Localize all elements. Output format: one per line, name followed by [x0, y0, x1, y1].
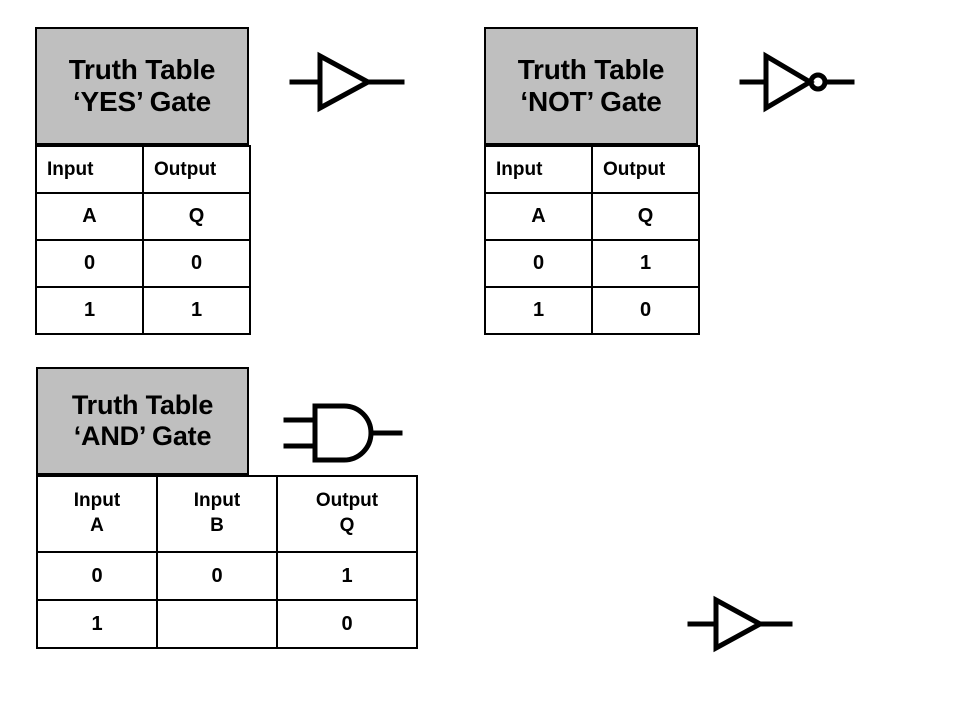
truth-table-and-title: Truth Table ‘AND’ Gate — [36, 367, 249, 475]
buffer-triangle — [317, 51, 374, 113]
column-header-output-q-label: Output — [315, 490, 379, 512]
table-row-signals: A Q — [35, 192, 251, 241]
table-row: 0 0 1 — [36, 551, 418, 601]
inverter-icon — [739, 51, 855, 113]
cell-output-q: 0 — [276, 599, 418, 649]
truth-table-and-title-line1: Truth Table — [71, 390, 214, 421]
truth-table-and-title-line2: ‘AND’ Gate — [73, 421, 212, 451]
truth-table-yes-title: Truth Table ‘YES’ Gate — [35, 27, 249, 145]
truth-table-yes-title-line1: Truth Table — [68, 54, 216, 86]
column-header-input-a: Input A — [36, 475, 158, 553]
table-row-header: Input A Input B Output Q — [36, 475, 418, 553]
truth-table-not-title: Truth Table ‘NOT’ Gate — [484, 27, 698, 145]
column-header-input: Input — [35, 145, 144, 194]
cell-output-q: 0 — [591, 286, 700, 335]
column-header-input-b-signal: B — [210, 515, 224, 536]
column-header-output: Output — [591, 145, 700, 194]
buffer-icon — [289, 51, 405, 113]
column-header-input-b-label: Input — [193, 490, 241, 512]
cell-input-a: 0 — [484, 239, 593, 288]
table-row: 1 1 — [35, 286, 251, 335]
table-row-header: Input Output — [35, 145, 251, 194]
table-row: 0 1 — [484, 239, 700, 288]
cell-input-b-empty — [156, 599, 278, 649]
signal-name-q: Q — [591, 192, 700, 241]
cell-output-q: 1 — [591, 239, 700, 288]
cell-input-a: 0 — [36, 551, 158, 601]
and-icon — [283, 403, 403, 463]
buffer-gate-symbol-secondary — [687, 595, 793, 653]
truth-table-yes-title-line2: ‘YES’ Gate — [72, 86, 212, 117]
inverter-triangle — [763, 51, 815, 113]
table-row-header: Input Output — [484, 145, 700, 194]
truth-table-not-gate: Truth Table ‘NOT’ Gate Input Output A Q … — [484, 27, 700, 335]
table-row: 1 0 — [36, 599, 418, 649]
cell-input-a: 0 — [35, 239, 144, 288]
truth-table-not-title-line1: Truth Table — [517, 54, 665, 86]
cell-output-q: 1 — [276, 551, 418, 601]
buffer-triangle — [713, 595, 766, 653]
and-gate-symbol — [283, 402, 403, 464]
buffer-gate-symbol — [289, 51, 405, 113]
truth-table-and-grid: Input A Input B Output Q 0 0 1 — [36, 475, 418, 649]
cell-input-b: 0 — [156, 551, 278, 601]
truth-table-yes-gate: Truth Table ‘YES’ Gate Input Output A Q … — [35, 27, 251, 335]
cell-input-a: 1 — [35, 286, 144, 335]
column-header-output-q-signal: Q — [339, 515, 355, 536]
cell-input-a: 1 — [484, 286, 593, 335]
signal-name-a: A — [484, 192, 593, 241]
column-header-output: Output — [142, 145, 251, 194]
cell-input-a: 1 — [36, 599, 158, 649]
table-row: 0 0 — [35, 239, 251, 288]
truth-table-and-gate: Truth Table ‘AND’ Gate Input A Input B O… — [36, 367, 418, 649]
truth-table-yes-grid: Input Output A Q 0 0 1 1 — [35, 145, 251, 335]
and-body-shape — [312, 403, 374, 463]
table-row-signals: A Q — [484, 192, 700, 241]
signal-name-q: Q — [142, 192, 251, 241]
column-header-input: Input — [484, 145, 593, 194]
truth-table-not-title-line2: ‘NOT’ Gate — [520, 86, 662, 117]
column-header-output-q: Output Q — [276, 475, 418, 553]
truth-table-not-grid: Input Output A Q 0 1 1 0 — [484, 145, 700, 335]
inverter-gate-symbol — [739, 51, 855, 113]
column-header-input-b: Input B — [156, 475, 278, 553]
signal-name-a: A — [35, 192, 144, 241]
column-header-input-a-signal: A — [90, 515, 104, 536]
table-row: 1 0 — [484, 286, 700, 335]
cell-output-q: 0 — [142, 239, 251, 288]
column-header-input-a-label: Input — [73, 490, 121, 512]
buffer-icon — [687, 595, 793, 653]
cell-output-q: 1 — [142, 286, 251, 335]
